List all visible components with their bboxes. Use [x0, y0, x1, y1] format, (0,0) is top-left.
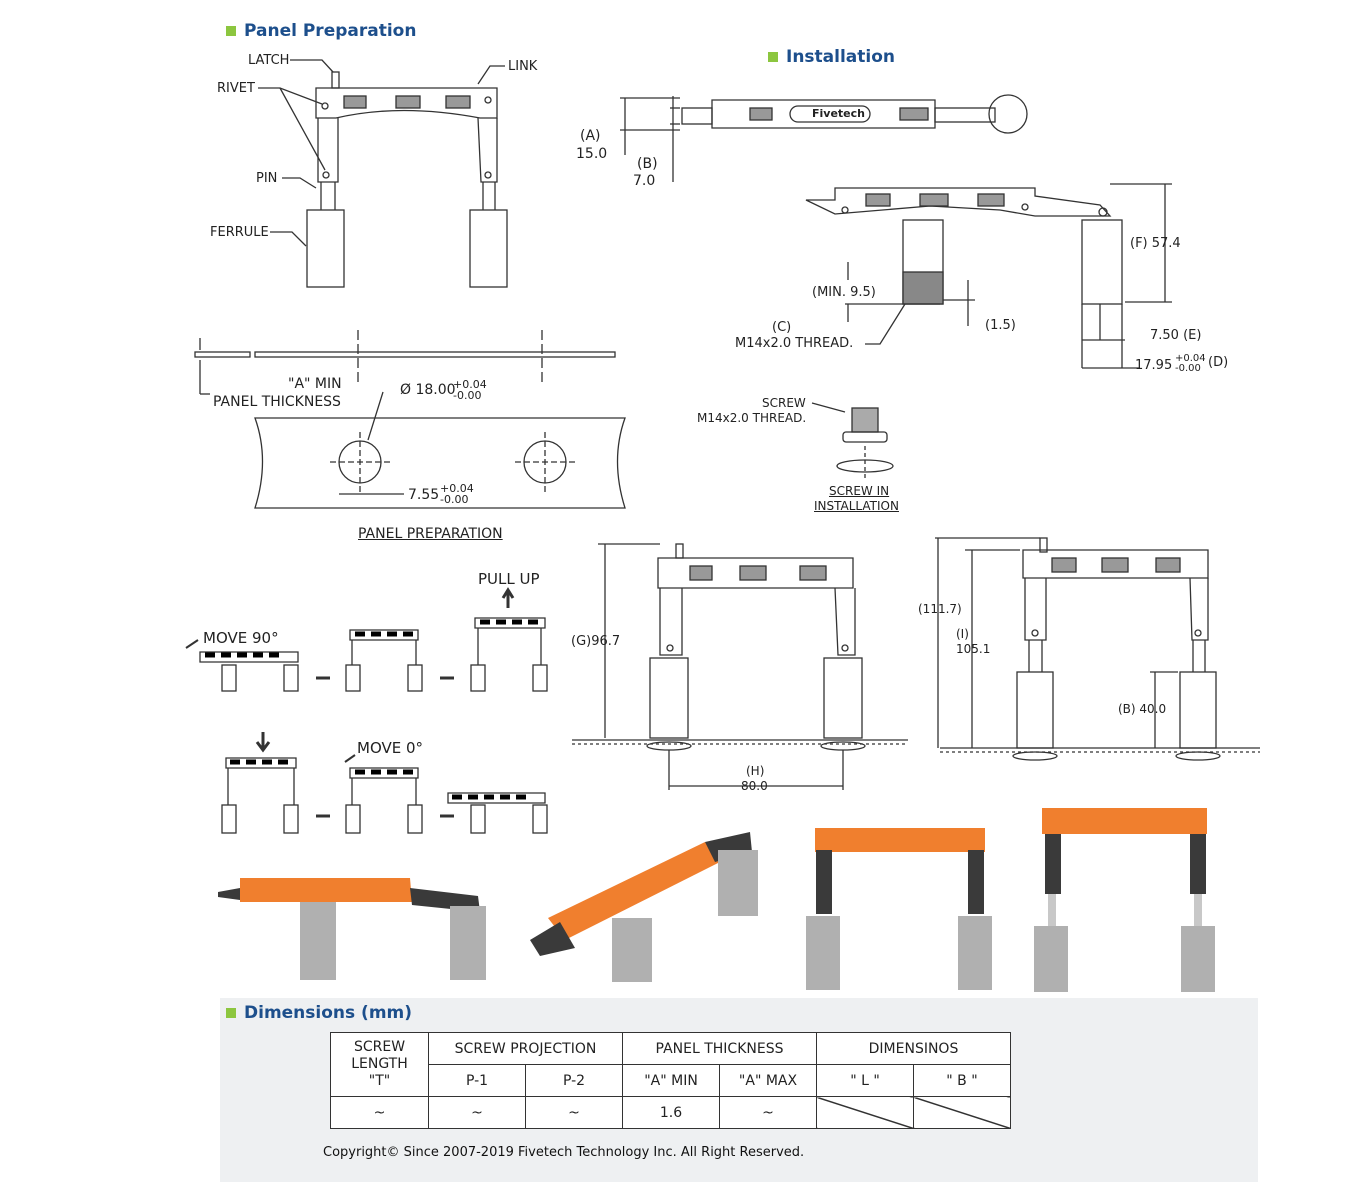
- label-b: (B): [637, 156, 658, 172]
- label-latch: LATCH: [248, 53, 290, 68]
- installation-side-view: [805, 183, 1172, 369]
- brand-logo: Fivetech: [812, 107, 865, 120]
- label-a: (A): [580, 128, 601, 144]
- motion-sequence-1: [185, 587, 548, 692]
- value-h: 80.0: [741, 779, 768, 793]
- table-subheader-row: P-1 P-2 "A" MIN "A" MAX " L " " B ": [331, 1064, 1011, 1097]
- label-thread: M14x2.0 THREAD.: [735, 336, 854, 351]
- installed-height-view: [572, 543, 908, 790]
- subheader-p2: P-2: [525, 1064, 623, 1097]
- caption-panel-preparation: PANEL PREPARATION: [358, 526, 503, 542]
- installation-top-view: [620, 94, 1028, 182]
- cell-b-empty: [913, 1096, 1011, 1129]
- panel-hole-view: [254, 391, 626, 509]
- bullet-icon: [226, 1008, 236, 1018]
- label-h: (H): [746, 764, 765, 778]
- label-111: (111.7): [918, 602, 962, 616]
- label-d-suffix: (D): [1208, 355, 1229, 370]
- value-i: 105.1: [956, 642, 991, 656]
- label-i: (I): [956, 627, 969, 641]
- cell-screw-length: ~: [330, 1096, 429, 1129]
- cell-p2: ~: [525, 1096, 623, 1129]
- label-hole-offset-tol: +0.04 -0.00: [440, 482, 474, 506]
- dimensions-table: SCREW LENGTH "T" SCREW PROJECTION PANEL …: [330, 1032, 1011, 1129]
- header-dimensions: DIMENSINOS: [816, 1032, 1011, 1065]
- panel-thickness-view: [194, 330, 616, 395]
- label-pull-up: PULL UP: [478, 570, 540, 588]
- fastener-front-view: [258, 59, 508, 288]
- installed-height-view-2: [935, 537, 1260, 761]
- product-render-1: [218, 878, 486, 980]
- cell-l-empty: [816, 1096, 914, 1129]
- cell-p1: ~: [428, 1096, 526, 1129]
- cell-a-min: 1.6: [622, 1096, 720, 1129]
- table-row: ~ ~ ~ 1.6 ~: [330, 1096, 1011, 1129]
- label-c: (C): [772, 320, 792, 335]
- header-panel-thickness: PANEL THICKNESS: [622, 1032, 817, 1065]
- label-pin: PIN: [256, 171, 278, 186]
- section-title-panel-preparation: Panel Preparation: [226, 21, 416, 41]
- label-b40: (B) 40.0: [1118, 702, 1167, 716]
- label-rivet: RIVET: [217, 81, 255, 96]
- label-screw-in: SCREW IN: [829, 484, 890, 498]
- subheader-a-min: "A" MIN: [622, 1064, 720, 1097]
- label-move90: MOVE 90°: [203, 629, 279, 647]
- label-ferrule: FERRULE: [210, 225, 269, 240]
- subheader-l: " L ": [816, 1064, 914, 1097]
- label-screw: SCREW: [762, 396, 806, 410]
- value-b: 7.0: [633, 173, 656, 189]
- copyright-text: Copyright© Since 2007-2019 Fivetech Tech…: [323, 1145, 805, 1160]
- product-render-4: [1034, 808, 1215, 992]
- motion-sequence-2: [221, 732, 548, 834]
- cell-a-max: ~: [719, 1096, 817, 1129]
- label-gap: (1.5): [985, 318, 1016, 333]
- label-move0: MOVE 0°: [357, 739, 424, 757]
- subheader-b: " B ": [913, 1064, 1011, 1097]
- subheader-a-max: "A" MAX: [719, 1064, 817, 1097]
- label-hole-dia: Ø 18.00: [400, 382, 456, 398]
- label-panel-thickness: PANEL THICKNESS: [213, 394, 341, 410]
- label-min: (MIN. 9.5): [812, 285, 876, 300]
- label-hole-dia-tol: +0.04 -0.00: [453, 378, 487, 402]
- header-screw-length: SCREW LENGTH "T": [330, 1032, 429, 1097]
- label-d: 17.95: [1135, 358, 1173, 373]
- label-screw-thread: M14x2.0 THREAD.: [697, 411, 807, 425]
- screw-drawing: [811, 402, 894, 478]
- product-render-2: [530, 832, 758, 982]
- subheader-p1: P-1: [428, 1064, 526, 1097]
- label-a-min: "A" MIN: [288, 376, 342, 392]
- label-installation: INSTALLATION: [814, 499, 899, 513]
- technical-drawings: [185, 59, 1260, 992]
- bullet-icon: [226, 26, 236, 36]
- label-d-tol: +0.04 -0.00: [1175, 353, 1206, 374]
- product-render-3: [806, 828, 992, 990]
- section-title-installation: Installation: [768, 47, 895, 67]
- label-hole-offset: 7.55: [408, 487, 440, 503]
- section-title-dimensions: Dimensions (mm): [226, 1003, 412, 1023]
- label-g: (G)96.7: [571, 634, 621, 649]
- table-header-row: SCREW LENGTH "T" SCREW PROJECTION PANEL …: [330, 1032, 1011, 1097]
- label-f: (F) 57.4: [1130, 236, 1181, 251]
- header-screw-projection: SCREW PROJECTION: [428, 1032, 623, 1065]
- label-link: LINK: [508, 59, 538, 74]
- label-e: 7.50 (E): [1150, 328, 1202, 343]
- value-a: 15.0: [576, 146, 608, 162]
- bullet-icon: [768, 52, 778, 62]
